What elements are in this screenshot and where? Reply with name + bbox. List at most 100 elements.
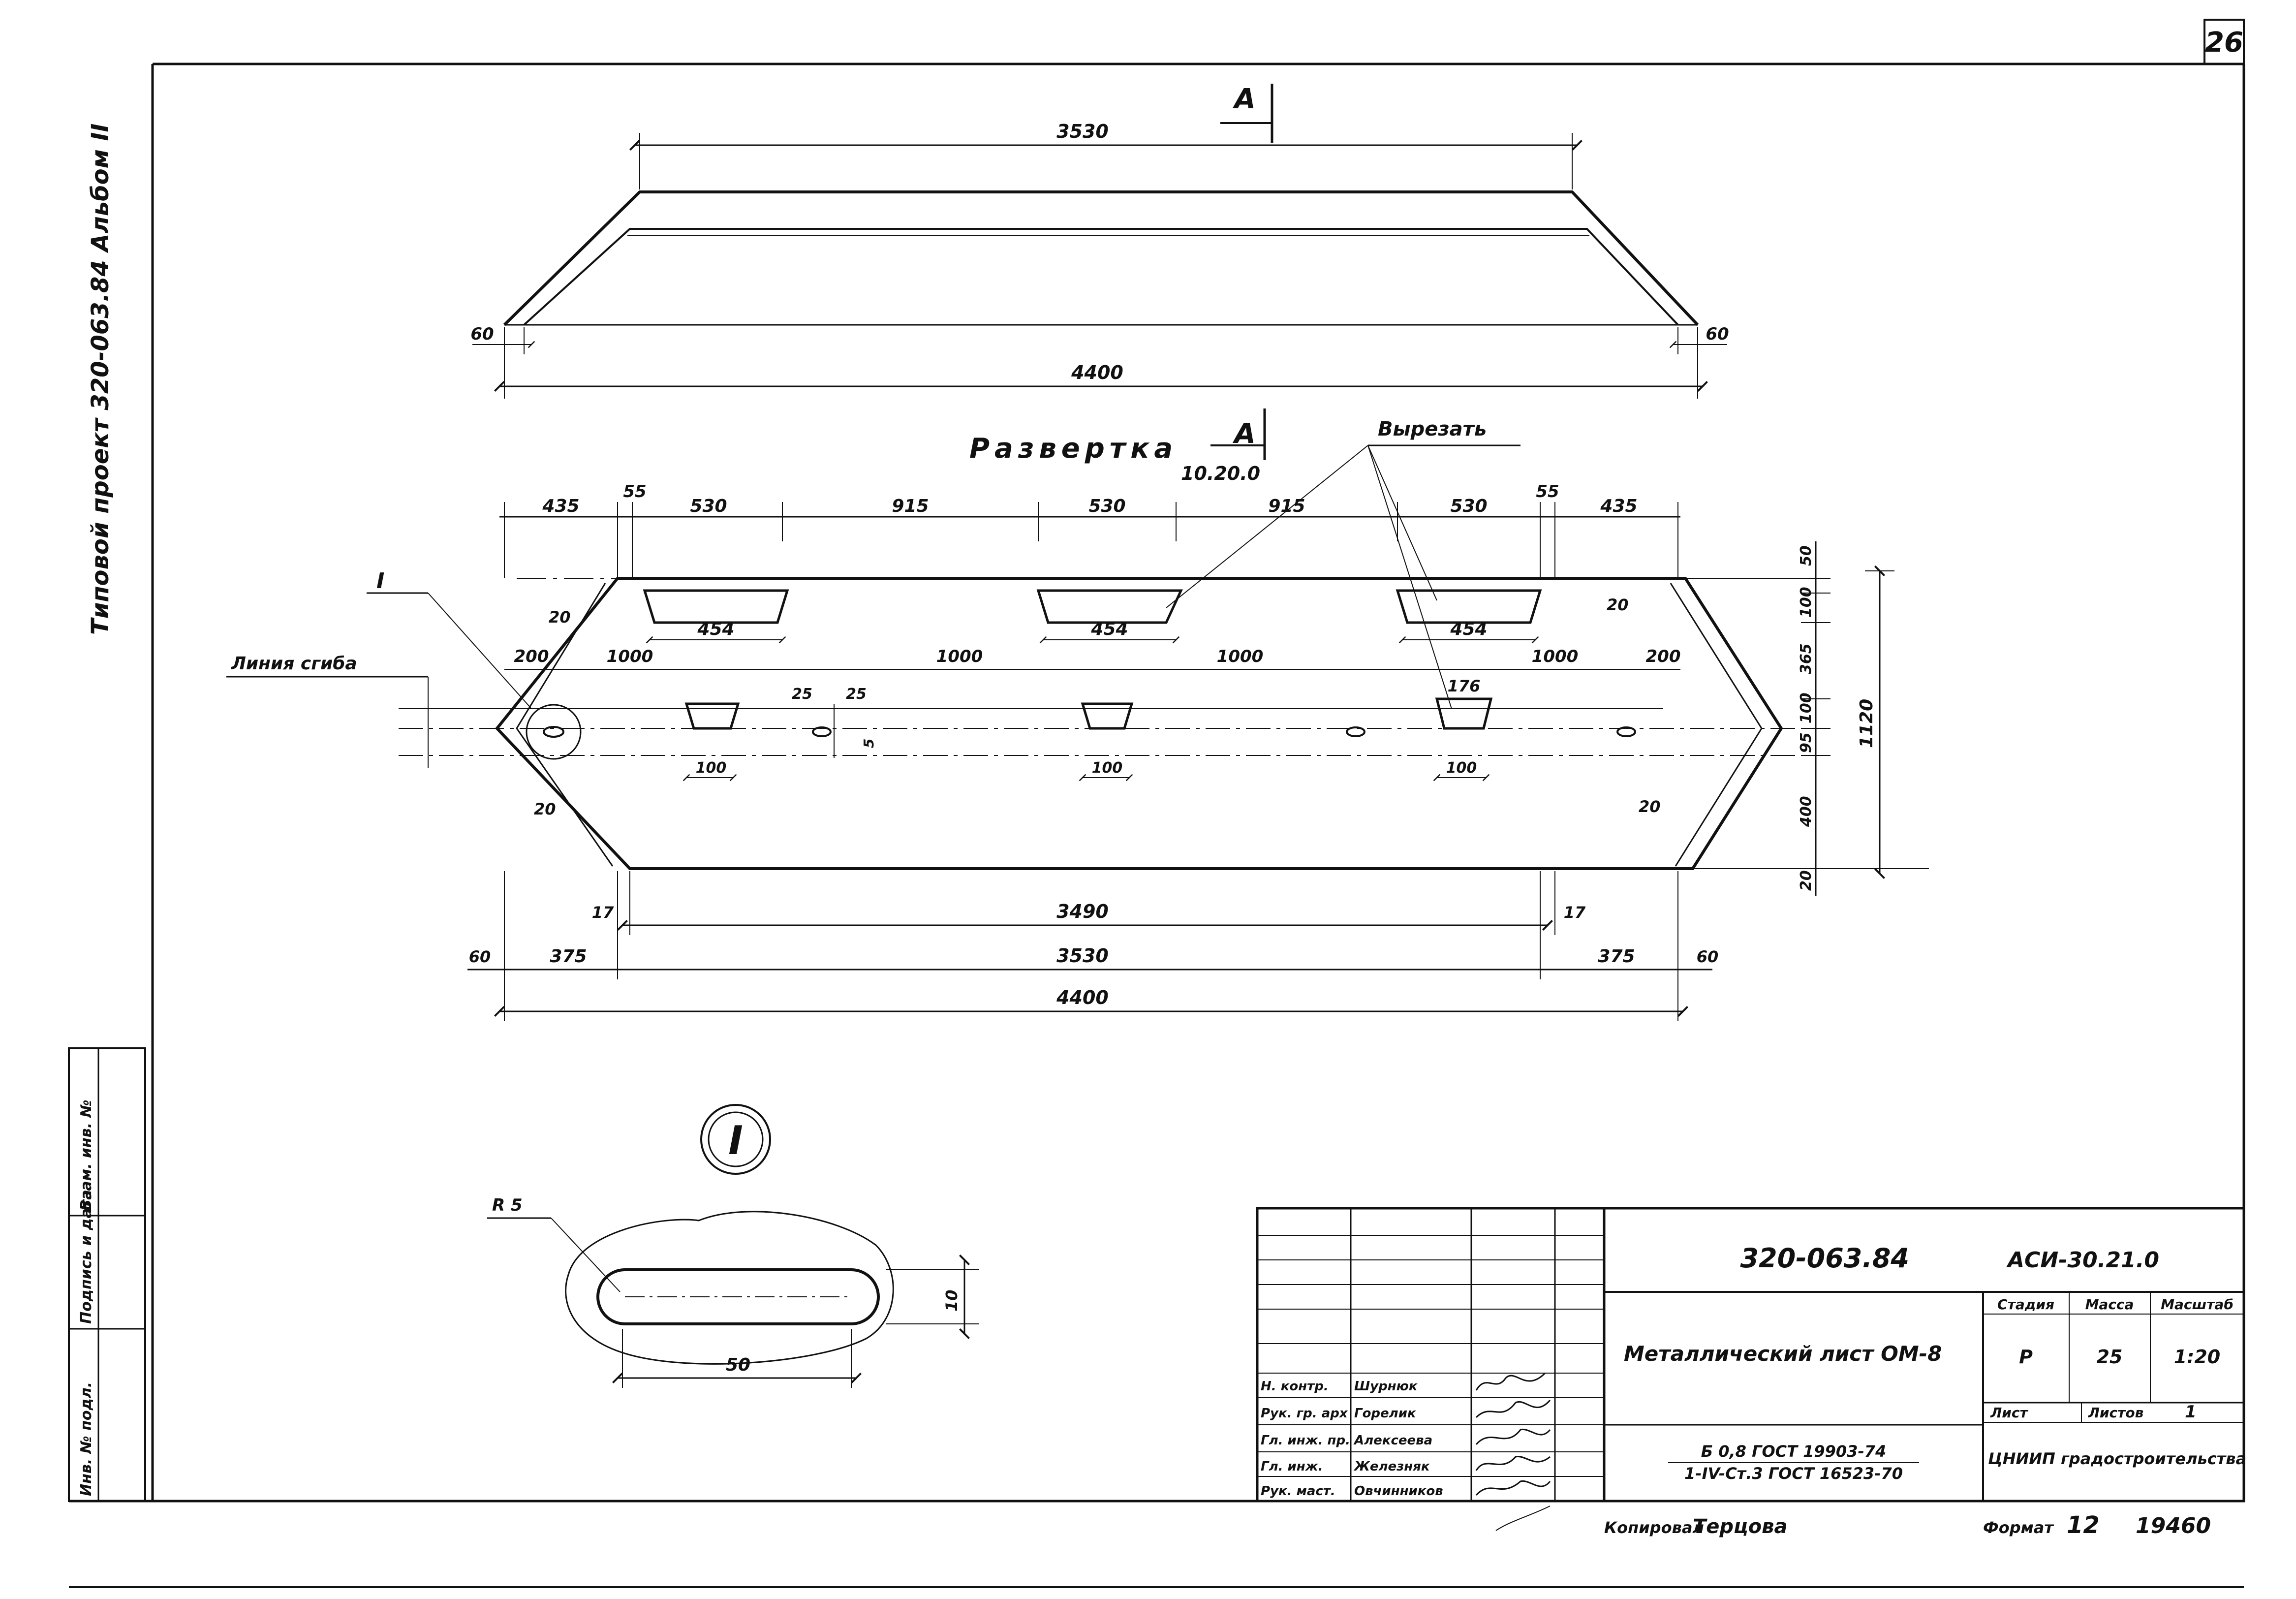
mass-value: 25 bbox=[2097, 1346, 2123, 1368]
scale-value: 1:20 bbox=[2174, 1346, 2221, 1368]
top-view: А 3530 4400 60 60 bbox=[470, 83, 1729, 399]
bottom-dim-17-right: 17 bbox=[1564, 903, 1586, 922]
copied-label: Копировал bbox=[1604, 1518, 1704, 1537]
bottom-dim-60-right: 60 bbox=[1697, 947, 1719, 966]
person-name-1: Шурнюк bbox=[1354, 1379, 1418, 1394]
top-dim-55-right: 55 bbox=[1536, 482, 1559, 502]
bend-label: Линия сгиба bbox=[231, 654, 357, 674]
height-total: 1120 bbox=[1857, 699, 1877, 748]
right-dim-20: 20 bbox=[1798, 870, 1815, 891]
development-view: Развертка 10.20.0 А 454 454 454 bbox=[226, 408, 1929, 1021]
top-dim-915-1: 915 bbox=[892, 496, 929, 516]
order-number: 19460 bbox=[2136, 1513, 2211, 1538]
mass-header: Масса bbox=[2085, 1296, 2134, 1313]
person-role-2: Рук. гр. арх bbox=[1261, 1406, 1348, 1421]
detail-label: I bbox=[728, 1118, 743, 1163]
scale-header: Масштаб bbox=[2161, 1296, 2234, 1313]
material-line-2: 1-IV-Ст.3 ГОСТ 16523-70 bbox=[1684, 1464, 1903, 1483]
hole-dim-25-a: 25 bbox=[792, 686, 812, 703]
right-dim-50: 50 bbox=[1798, 545, 1815, 566]
stamp-signature-date: Подпись и дата bbox=[78, 1190, 95, 1324]
organization: ЦНИИП градостроительства bbox=[1988, 1449, 2246, 1468]
right-dim-100-a: 100 bbox=[1798, 587, 1815, 618]
stamp-inv-podl: Инв. № подл. bbox=[78, 1382, 95, 1496]
slot-width-1: 454 bbox=[697, 619, 734, 639]
trap-dim-100-1: 100 bbox=[696, 759, 727, 777]
person-name-5: Овчинников bbox=[1354, 1484, 1443, 1499]
top-dim-3530: 3530 bbox=[1056, 121, 1109, 142]
person-name-3: Алексеева bbox=[1353, 1433, 1432, 1448]
top-dim-435-right: 435 bbox=[1600, 496, 1637, 516]
right-dims: 50 100 365 100 95 400 20 1120 bbox=[1685, 541, 1929, 896]
trap-dim-100-3: 100 bbox=[1446, 759, 1477, 777]
right-dim-400: 400 bbox=[1798, 796, 1815, 827]
top-dim-530-2: 530 bbox=[1088, 496, 1125, 516]
top-dim-915-2: 915 bbox=[1268, 496, 1305, 516]
person-role-4: Гл. инж. bbox=[1261, 1459, 1323, 1474]
sheets-header: Листов bbox=[2088, 1405, 2144, 1421]
trap-dim-100-2: 100 bbox=[1092, 759, 1123, 777]
stage-header: Стадия bbox=[1997, 1296, 2054, 1313]
sheet-number: 26 bbox=[2205, 27, 2243, 59]
slot-width-3: 454 bbox=[1450, 619, 1487, 639]
material-line-1: Б 0,8 ГОСТ 19903-74 bbox=[1701, 1442, 1887, 1461]
mid-dim-1000-4: 1000 bbox=[1532, 647, 1579, 666]
bottom-dim-375-left: 375 bbox=[550, 946, 587, 967]
angle-mark-4: 20 bbox=[1639, 797, 1661, 816]
detail-I: I R 5 50 10 bbox=[487, 1104, 979, 1388]
sheets-total: 1 bbox=[2185, 1402, 2197, 1422]
bottom-dim-375-right: 375 bbox=[1598, 946, 1635, 967]
cut-label: Вырезать bbox=[1378, 418, 1487, 440]
left-stamp: Инв. № подл. Подпись и дата Взам. инв. № bbox=[68, 1047, 146, 1502]
detail-radius: R 5 bbox=[492, 1195, 523, 1215]
mid-dim-1000-3: 1000 bbox=[1217, 647, 1264, 666]
person-role-1: Н. контр. bbox=[1261, 1379, 1329, 1394]
mid-dim-1000-1: 1000 bbox=[607, 647, 653, 666]
mid-dims-chain: 200 1000 1000 1000 1000 200 176 bbox=[504, 647, 1680, 709]
signatures bbox=[1475, 1372, 1551, 1531]
doc-title: Металлический лист ОМ-8 bbox=[1624, 1342, 1942, 1366]
detail-length: 50 bbox=[726, 1355, 750, 1375]
format-value: 12 bbox=[2067, 1511, 2100, 1539]
slot-width-2: 454 bbox=[1090, 619, 1128, 639]
format-label: Формат bbox=[1983, 1518, 2054, 1537]
top-dim-4400: 4400 bbox=[1071, 362, 1123, 383]
top-dims-chain: 435 55 530 915 530 915 530 55 435 bbox=[499, 482, 1680, 578]
hole-dim-5: 5 bbox=[861, 739, 877, 748]
hole-dim-25-b: 25 bbox=[846, 686, 867, 703]
person-name-2: Горелик bbox=[1354, 1406, 1417, 1421]
bottom-dim-60-left: 60 bbox=[469, 947, 491, 966]
person-name-4: Железняк bbox=[1353, 1459, 1430, 1474]
copied-by: Терцова bbox=[1693, 1515, 1787, 1538]
angle-mark-3: 20 bbox=[534, 800, 556, 818]
person-role-5: Рук. маст. bbox=[1261, 1484, 1335, 1499]
angle-mark-2: 20 bbox=[1607, 596, 1629, 614]
top-edge-right: 60 bbox=[1706, 324, 1729, 344]
angle-mark-1: 20 bbox=[549, 608, 571, 627]
right-dim-95: 95 bbox=[1798, 732, 1815, 753]
top-edge-left: 60 bbox=[470, 324, 494, 344]
bottom-dim-3490: 3490 bbox=[1056, 901, 1109, 922]
stage-value: Р bbox=[2019, 1346, 2033, 1368]
sheet-header: Лист bbox=[1990, 1405, 2028, 1421]
doc-suffix: АСИ-30.21.0 bbox=[2006, 1248, 2159, 1273]
development-title: Развертка bbox=[969, 433, 1178, 465]
detail-ref: I bbox=[376, 568, 384, 594]
person-role-3: Гл. инж. пр. bbox=[1261, 1433, 1350, 1448]
footer: Копировал Терцова Формат 12 19460 bbox=[1604, 1511, 2211, 1539]
trap-dim-176: 176 bbox=[1448, 677, 1481, 695]
mid-dim-200-right: 200 bbox=[1646, 647, 1681, 666]
bottom-dim-17-left: 17 bbox=[592, 903, 614, 922]
right-dim-100-b: 100 bbox=[1798, 692, 1815, 723]
top-dim-435-left: 435 bbox=[542, 496, 579, 516]
stamp-vzam-inv: Взам. инв. № bbox=[78, 1099, 95, 1211]
bottom-dims: 17 3490 17 60 375 3530 375 60 4400 bbox=[467, 871, 1718, 1021]
detail-width: 10 bbox=[942, 1289, 961, 1312]
top-dim-55-left: 55 bbox=[623, 482, 646, 502]
doc-code: 320-063.84 bbox=[1740, 1243, 1909, 1274]
mid-dim-1000-2: 1000 bbox=[936, 647, 983, 666]
top-dim-530-3: 530 bbox=[1450, 496, 1487, 516]
thickness-note: 10.20.0 bbox=[1181, 463, 1260, 484]
section-mark-dev: А bbox=[1232, 418, 1255, 450]
